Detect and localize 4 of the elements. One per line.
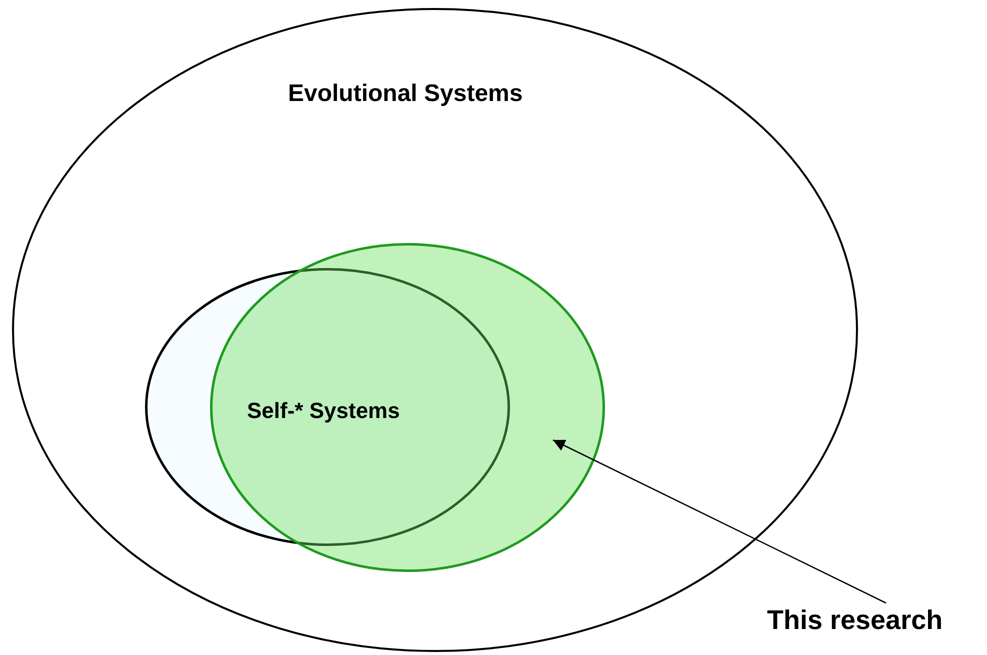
set-label: Self-* Systems xyxy=(247,398,400,424)
callout-text: This research xyxy=(767,605,943,636)
arrow xyxy=(552,439,886,604)
set-label: Evolutional Systems xyxy=(288,80,523,108)
